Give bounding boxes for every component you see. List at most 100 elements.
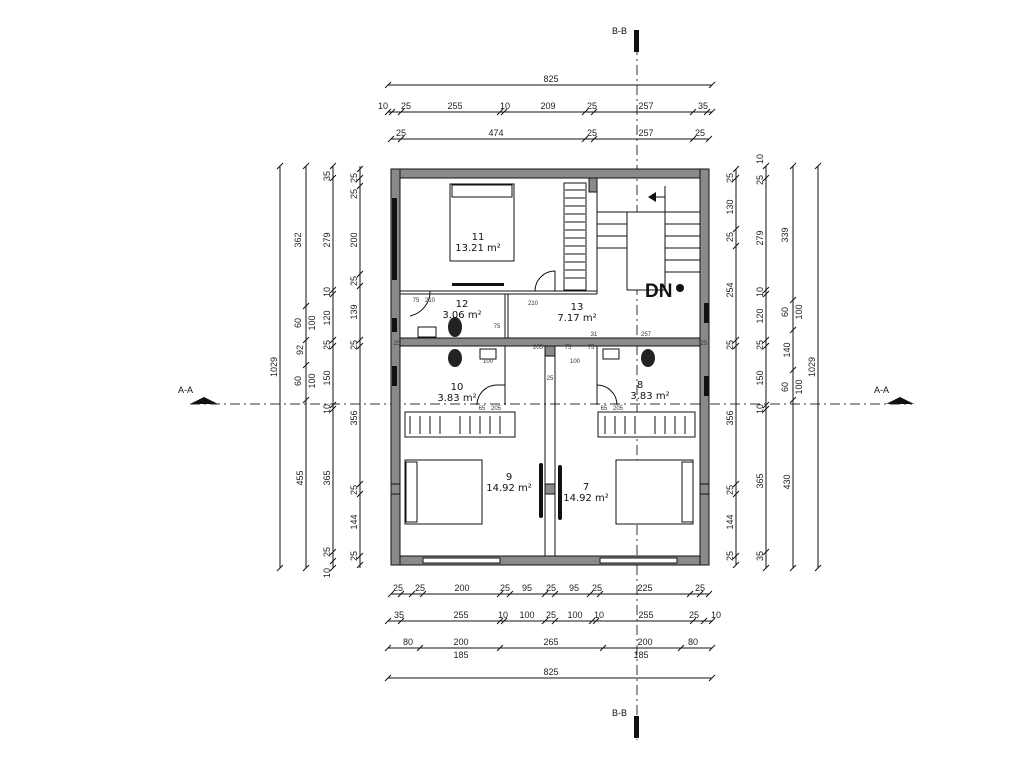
interior-dimension-label: 25: [701, 341, 708, 347]
dimension-label: 455: [295, 470, 305, 485]
dimension-tick: [397, 135, 405, 143]
section-marker-aa-left: A-A: [178, 385, 218, 404]
dimension-label: 25: [587, 128, 597, 138]
dimension-label: 200: [637, 637, 652, 647]
dimension-tick: [596, 590, 604, 598]
dimension-tick: [496, 617, 504, 625]
dimension-tick: [500, 108, 508, 116]
dimension-tick: [789, 326, 797, 334]
dimension-label: 10: [498, 610, 508, 620]
dimension-tick: [762, 336, 770, 344]
dimension-tick: [732, 174, 740, 182]
dimension-label: 254: [725, 282, 735, 297]
dimension-tick: [356, 561, 364, 569]
dimension-label: 10: [378, 101, 388, 111]
dimension-label: 255: [638, 610, 653, 620]
interior-dimension-label: 100: [483, 359, 494, 365]
dimension-tick: [700, 617, 708, 625]
dimension-tick: [356, 552, 364, 560]
dimension-label: 25: [546, 610, 556, 620]
dimension-tick: [419, 590, 427, 598]
dimension-tick: [496, 108, 504, 116]
dimension-tick: [384, 81, 392, 89]
dimension-label: 1029: [807, 357, 817, 377]
dimension-tick: [789, 162, 797, 170]
dimension-label: 255: [453, 610, 468, 620]
interior-dimension-label: 210: [528, 301, 539, 307]
dimension-tick: [789, 564, 797, 572]
interior-dimension-label: 205: [491, 406, 502, 412]
interior-dimension-label: 75: [565, 345, 572, 351]
dimension-tick: [408, 590, 416, 598]
dimension-tick: [551, 590, 559, 598]
dimension-label: 25: [592, 583, 602, 593]
dimension-tick: [329, 548, 337, 556]
dimension-label: 95: [569, 583, 579, 593]
dimension-label: 80: [403, 637, 413, 647]
dimension-tick: [356, 342, 364, 350]
dimension-tick: [732, 480, 740, 488]
dimension-tick: [506, 590, 514, 598]
dimension-tick: [789, 366, 797, 374]
dimension-tick: [302, 162, 310, 170]
dimension-tick: [329, 174, 337, 182]
stair-direction-label: DN: [645, 281, 672, 302]
dimension-tick: [762, 564, 770, 572]
room-number: 10: [451, 382, 464, 393]
dimension-tick: [356, 165, 364, 173]
dimension-tick: [705, 135, 713, 143]
section-marker-bb-bottom: B-B: [612, 708, 639, 738]
dimension-label: 25: [322, 547, 332, 557]
dimension-label: 25: [349, 173, 359, 183]
dimension-label: 25: [393, 583, 403, 593]
dimension-label: 356: [349, 410, 359, 425]
dimension-tick: [689, 135, 697, 143]
dimension-label: 200: [453, 637, 468, 647]
dimension-tick: [356, 336, 364, 344]
dimension-label: 60: [780, 307, 790, 317]
room-13: 13 7.17 m²: [557, 302, 596, 324]
dimension-tick: [302, 302, 310, 310]
interior-dimension-label: 210: [425, 298, 436, 304]
room-12: 12 3.06 m²: [442, 299, 481, 321]
dimension-tick: [384, 674, 392, 682]
dimension-label: 25: [546, 583, 556, 593]
dimension-tick: [388, 108, 396, 116]
dimension-tick: [705, 590, 713, 598]
dimension-tick: [384, 108, 392, 116]
dimension-label: 25: [587, 101, 597, 111]
dimension-label: 25: [500, 583, 510, 593]
dimension-label: 25: [349, 340, 359, 350]
dimension-tick: [356, 490, 364, 498]
dimension-label: 10: [755, 404, 765, 414]
dimension-tick: [356, 174, 364, 182]
interior-dimension-label: 65: [479, 406, 486, 412]
dimension-label: 100: [794, 379, 804, 394]
dimension-tick: [708, 617, 716, 625]
dimension-label: 130: [725, 199, 735, 214]
dimension-tick: [762, 286, 770, 294]
dimension-label: 1029: [269, 357, 279, 377]
room-9: 9 14.92 m²: [486, 472, 532, 494]
bed-room-7: [615, 459, 694, 525]
dimension-tick: [732, 342, 740, 350]
dimension-label: 35: [755, 551, 765, 561]
room-number: 8: [637, 380, 643, 391]
dimension-label: 10: [711, 610, 721, 620]
bed-room-9: [404, 459, 483, 525]
dimension-label: 140: [782, 342, 792, 357]
dimension-label: 100: [794, 304, 804, 319]
dimension-tick: [387, 590, 395, 598]
windows: [392, 198, 709, 564]
interior-dimension-label: 25: [394, 341, 401, 347]
dimension-label: 25: [349, 276, 359, 286]
dimension-label: 365: [755, 473, 765, 488]
dimension-tick: [541, 590, 549, 598]
dimension-tick: [696, 590, 704, 598]
dimension-tick: [708, 674, 716, 682]
dimension-tick: [732, 561, 740, 569]
dimension-label: 25: [725, 551, 735, 561]
dimension-label: 120: [755, 308, 765, 323]
dimension-tick: [590, 108, 598, 116]
